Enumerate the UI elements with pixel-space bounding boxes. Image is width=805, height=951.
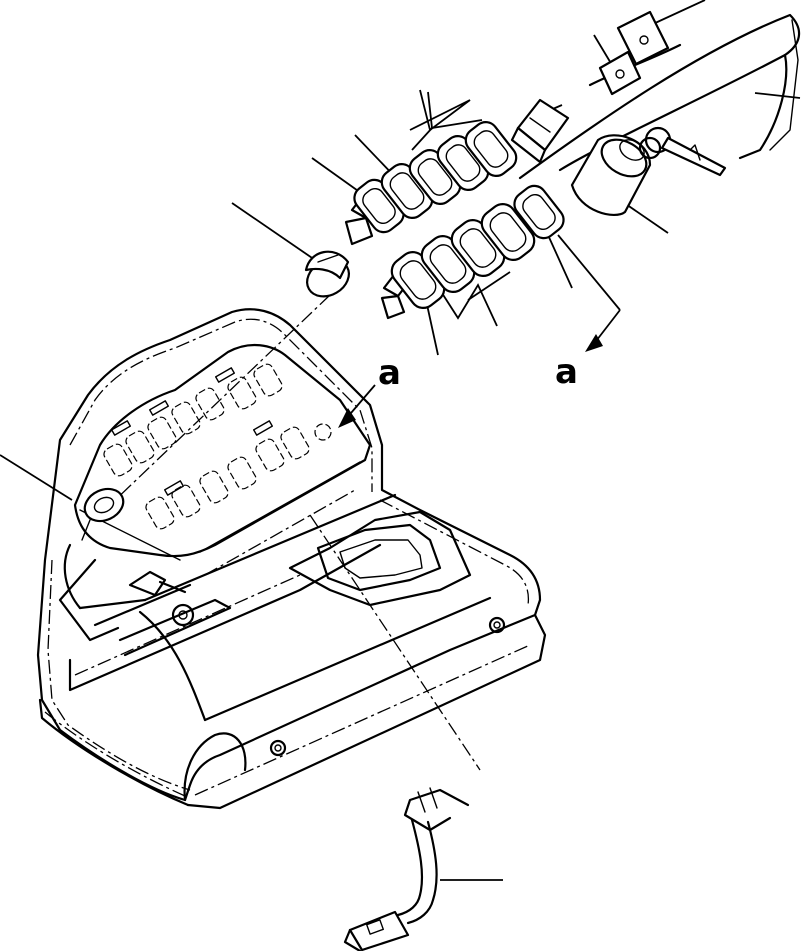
panel-knob (81, 487, 125, 541)
key-switch (570, 126, 727, 217)
cover-strip (518, 13, 801, 180)
arrow-head-left (338, 408, 356, 428)
lower-switch-bank (380, 184, 565, 320)
view-label-right: a (555, 352, 578, 392)
centerlines (109, 294, 481, 771)
view-label-left: a (378, 353, 401, 393)
leader-lines (0, 0, 801, 881)
rotary-knob (304, 250, 350, 298)
relay-connector (510, 98, 570, 164)
upper-switch-bank (344, 121, 518, 246)
mounting-plate-large (616, 10, 670, 66)
mounting-plate-small (598, 50, 642, 96)
wire-harness (343, 787, 470, 951)
panel-cutouts (103, 363, 332, 530)
console-body (36, 308, 547, 810)
arrow-head-right (585, 334, 603, 352)
